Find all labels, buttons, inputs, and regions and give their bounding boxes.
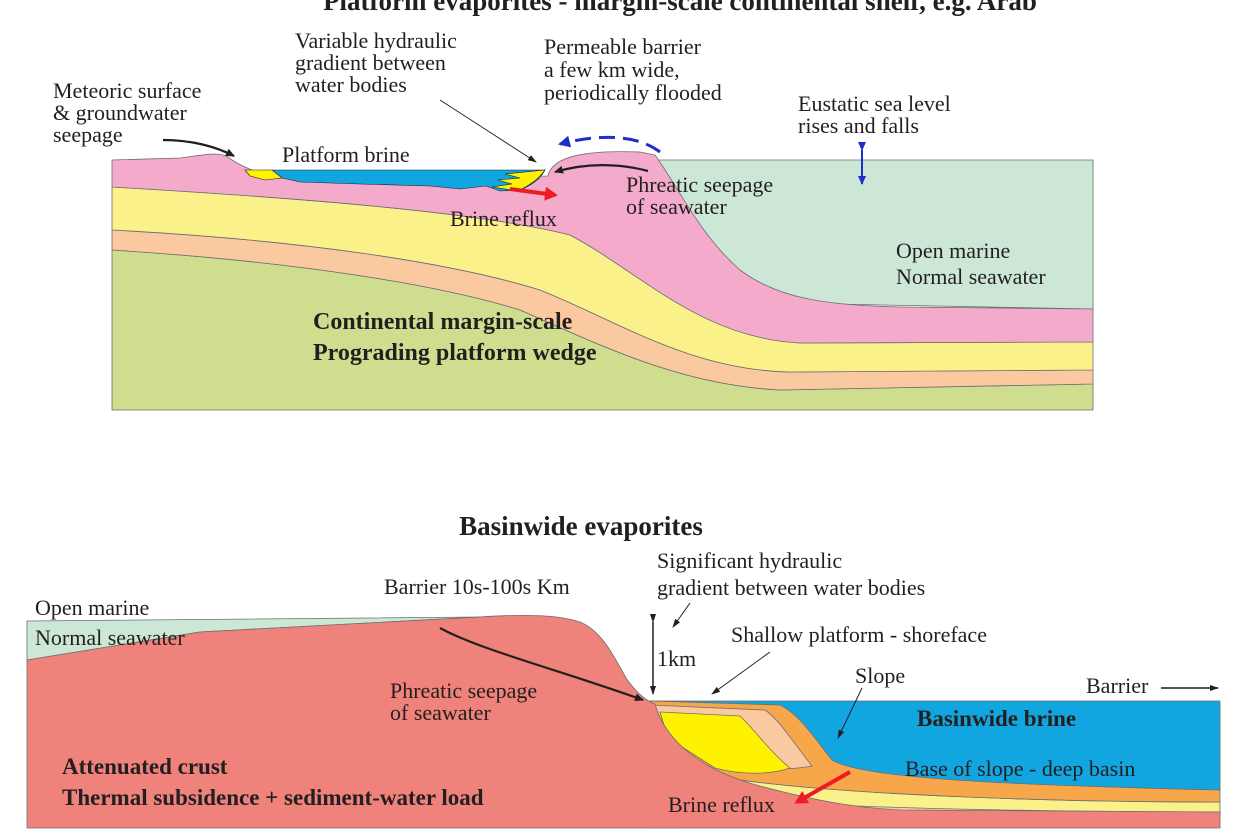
top-permeable-label-line2: a few km wide, bbox=[544, 57, 680, 82]
bottom-layer-bright-yellow bbox=[659, 711, 791, 774]
top-brine-reflux-label: Brine reflux bbox=[450, 206, 557, 231]
bottom-slope-leader bbox=[837, 687, 863, 739]
bottom-phreatic-label-line2: of seawater bbox=[390, 700, 491, 725]
top-phreatic-label-line2: of seawater bbox=[626, 194, 727, 219]
top-platform-brine-label: Platform brine bbox=[282, 142, 410, 167]
top-meteoric-seepage-arrow bbox=[162, 138, 235, 157]
top-permeable-label-line3: periodically flooded bbox=[544, 80, 722, 105]
bottom-open-marine-label: Open marine bbox=[35, 595, 149, 620]
bottom-attenuated-crust bbox=[26, 614, 1221, 829]
bottom-shoreface-label: Shallow platform - shoreface bbox=[731, 622, 987, 647]
top-panel: Platform evaporites - margin-scale conti… bbox=[53, 0, 1094, 411]
top-eustatic-label-line2: rises and falls bbox=[798, 113, 919, 138]
top-permeable-label-line1: Permeable barrier bbox=[544, 34, 702, 59]
bottom-layer-orange bbox=[649, 700, 1221, 803]
bottom-significant-label-line2: gradient between water bodies bbox=[657, 575, 925, 600]
top-wedge-label-line1: Continental margin-scale bbox=[313, 309, 573, 335]
top-variable-label-line2: gradient between bbox=[295, 50, 446, 75]
bottom-significant-label-line1: Significant hydraulic bbox=[657, 548, 842, 573]
top-variable-label-line3: water bodies bbox=[295, 72, 407, 97]
top-panel-title: Platform evaporites - margin-scale conti… bbox=[323, 0, 1037, 16]
bottom-thermal-subsidence-label: Thermal subsidence + sediment-water load bbox=[62, 785, 484, 810]
bottom-brine-reflux-arrow bbox=[794, 770, 851, 804]
bottom-one-km-label: 1km bbox=[657, 646, 696, 671]
bottom-slope-label: Slope bbox=[855, 663, 905, 688]
top-meteoric-label-line1: Meteoric surface bbox=[53, 78, 201, 103]
bottom-significant-gradient-leader bbox=[672, 602, 691, 628]
bottom-phreatic-seepage-arrow bbox=[439, 627, 644, 702]
bottom-barrier-label: Barrier bbox=[1086, 673, 1149, 698]
bottom-base-of-slope-label: Base of slope - deep basin bbox=[905, 756, 1135, 781]
top-flooding-arrow bbox=[558, 135, 661, 154]
bottom-basinwide-brine-label: Basinwide brine bbox=[917, 706, 1076, 731]
bottom-panel: Basinwide evaporites Significant hydraul… bbox=[26, 511, 1221, 829]
top-meteoric-label-line2: & groundwater bbox=[53, 100, 187, 125]
bottom-normal-seawater-label: Normal seawater bbox=[35, 625, 185, 650]
top-brine-reflux-arrow bbox=[509, 186, 558, 201]
top-meteoric-label-line3: seepage bbox=[53, 122, 123, 147]
top-eustatic-label-line1: Eustatic sea level bbox=[798, 91, 951, 116]
top-phreatic-label-line1: Phreatic seepage bbox=[626, 172, 773, 197]
bottom-panel-title: Basinwide evaporites bbox=[459, 511, 703, 541]
bottom-brine-reflux-label: Brine reflux bbox=[668, 792, 775, 817]
top-normal-seawater-label: Normal seawater bbox=[896, 264, 1046, 289]
bottom-phreatic-label-line1: Phreatic seepage bbox=[390, 678, 537, 703]
bottom-barrier-width-label: Barrier 10s-100s Km bbox=[384, 574, 570, 599]
top-variable-label-line1: Variable hydraulic bbox=[295, 28, 457, 53]
top-variable-gradient-leader bbox=[439, 99, 537, 163]
bottom-shoreface-leader bbox=[711, 651, 771, 695]
bottom-attenuated-crust-label: Attenuated crust bbox=[62, 754, 228, 779]
top-wedge-label-line2: Prograding platform wedge bbox=[313, 340, 597, 366]
top-phreatic-seepage-arrow bbox=[554, 164, 649, 174]
top-open-marine-label: Open marine bbox=[896, 238, 1010, 263]
